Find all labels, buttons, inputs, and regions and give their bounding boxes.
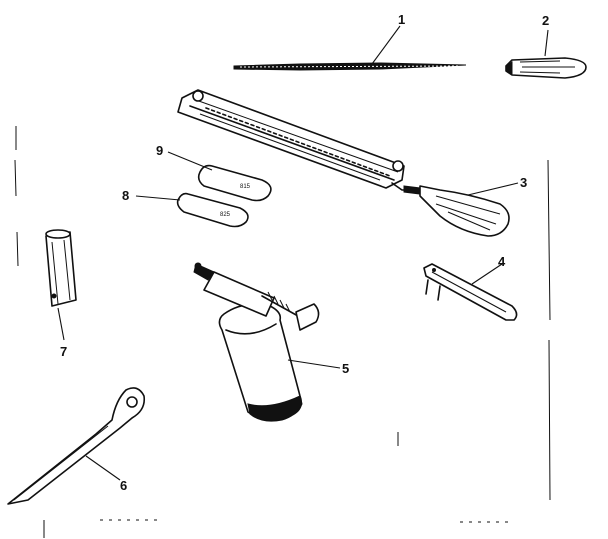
- callout-leader-3: [467, 182, 519, 196]
- spark-plug-socket-icon: [45, 229, 77, 307]
- grease-gun-icon: [193, 262, 320, 422]
- callout-6: 6: [120, 478, 127, 493]
- callout-2: 2: [542, 13, 549, 28]
- large-stone-icon: 815: [197, 164, 272, 202]
- file-handle-icon: [505, 57, 587, 79]
- callout-leader-5: [287, 359, 341, 369]
- round-file-icon: [233, 62, 467, 71]
- callout-9: 9: [156, 143, 163, 158]
- callout-leader-6: [85, 455, 121, 481]
- svg-text:825: 825: [220, 212, 231, 218]
- callout-leader-9: [167, 151, 213, 171]
- callout-leader-8: [135, 195, 181, 201]
- small-stone-icon: 825: [176, 192, 249, 228]
- callout-8: 8: [122, 188, 129, 203]
- callout-1: 1: [398, 12, 405, 27]
- callout-leader-7: [57, 307, 65, 341]
- callout-leader-1: [371, 25, 401, 65]
- callout-4: 4: [498, 254, 506, 269]
- callout-7: 7: [60, 344, 67, 359]
- callout-leader-2: [544, 29, 549, 57]
- depth-gauge-icon: [423, 263, 518, 321]
- callout-leader-4: [471, 263, 503, 285]
- svg-text:815: 815: [240, 184, 251, 190]
- callout-5: 5: [342, 361, 349, 376]
- file-holder-guide-icon: [177, 89, 510, 237]
- callout-3: 3: [520, 175, 527, 190]
- scan-border-marks: [14, 126, 551, 538]
- bar-tool-wrench-icon: [7, 387, 146, 505]
